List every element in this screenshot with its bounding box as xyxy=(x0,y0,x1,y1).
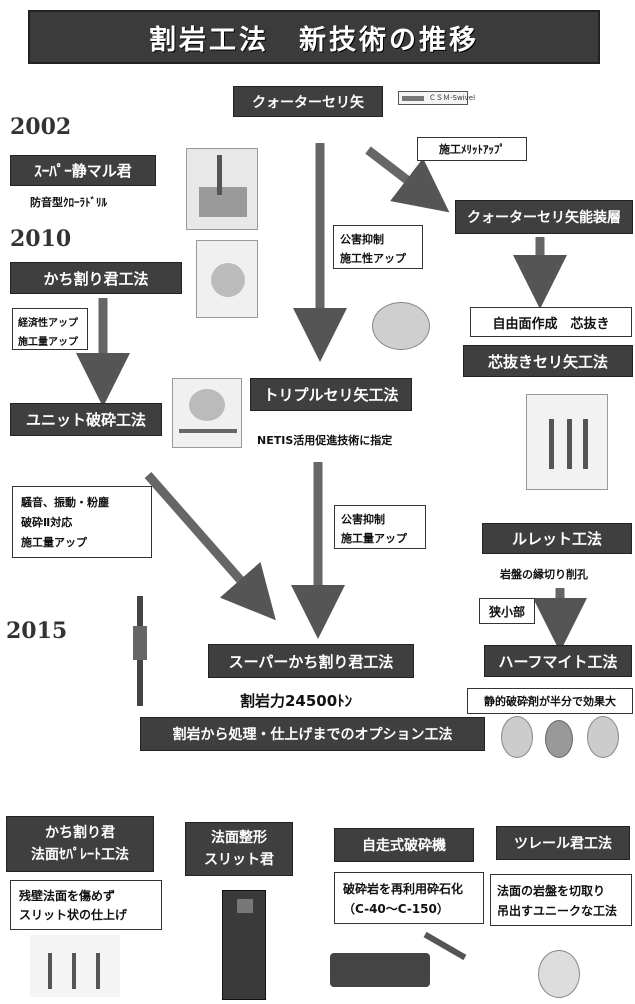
node-triple-seri: トリプルセリ矢工法 xyxy=(250,378,412,411)
year-2015: 2015 xyxy=(6,618,68,644)
bottom-card-1-title: かち割り君 法面ｾﾊﾟﾚｰﾄ工法 xyxy=(6,816,154,872)
crusher-head-image xyxy=(372,302,430,350)
label-ganban: 岩盤の縁切り削孔 xyxy=(500,568,588,581)
mascot-kachiwari-image xyxy=(196,240,258,318)
drill-bit-image xyxy=(130,596,150,706)
node-super-jomaru: ｽｰﾊﾟｰ静マル君 xyxy=(10,155,156,186)
year-2002: 2002 xyxy=(10,114,72,140)
node-halfmite: ハーフマイト工法 xyxy=(484,645,632,677)
node-shinnuki: 芯抜きセリ矢工法 xyxy=(463,345,633,377)
label-pollution-volume: 公害抑制 施工量アップ xyxy=(334,505,426,549)
year-2010: 2010 xyxy=(10,226,72,252)
node-options: 割岩から処理・仕上げまでのオプション工法 xyxy=(140,717,485,751)
bottom-card-4-title: ツレール君工法 xyxy=(496,826,630,860)
crusher-machine-image xyxy=(322,931,472,999)
bottom-card-4-desc: 法面の岩盤を切取り 吊出すユニークな工法 xyxy=(490,874,632,926)
node-quarter-seri: クォーターセリ矢 xyxy=(233,86,383,117)
label-merit-up: 施工ﾒﾘｯﾄｱｯﾌﾟ xyxy=(417,137,527,161)
slit-kun-image xyxy=(222,890,266,1000)
drill-rig-image xyxy=(186,148,258,230)
page-title: 割岩工法 新技術の推移 xyxy=(28,10,600,64)
shinnuki-image xyxy=(526,394,608,490)
node-roulette: ルレット工法 xyxy=(482,523,632,554)
seri-tool-image: ＣＳＭ-Swivel xyxy=(398,91,475,105)
arrow-unit-to-super xyxy=(144,472,276,621)
label-netis: NETIS活用促進技術に指定 xyxy=(257,434,393,447)
label-force: 割岩力24500ﾄﾝ xyxy=(240,692,353,710)
label-noise-vibration: 騒音、振動・粉塵 破砕Ⅱ対応 施工量アップ xyxy=(12,486,152,558)
bottom-card-3-title: 自走式破砕機 xyxy=(334,828,474,862)
mascot-group-image xyxy=(495,710,625,774)
node-quarter-seri-improved: クォーターセリ矢能装層 xyxy=(455,200,633,234)
node-kachiwari: かち割り君工法 xyxy=(10,262,182,294)
node-super-kachiwari: スーパーかち割り君工法 xyxy=(208,644,414,678)
bottom-card-2-title: 法面整形 スリット君 xyxy=(185,822,293,876)
mascot-tsurail-image xyxy=(522,940,594,1000)
node-jiyumen: 自由面作成 芯抜き xyxy=(470,307,632,337)
arrow-quarter-to-improved xyxy=(365,146,450,213)
mascot-unit-image xyxy=(172,378,242,448)
bottom-card-1-desc: 残壁法面を傷めず スリット状の仕上げ xyxy=(10,880,162,930)
label-kyosho: 狭小部 xyxy=(479,598,535,624)
node-unit-hasai: ユニット破砕工法 xyxy=(10,403,162,436)
label-drill: 防音型ｸﾛｰﾗﾄﾞﾘﾙ xyxy=(30,196,107,209)
bottom-card-3-desc: 破砕岩を再利用砕石化 （C-40〜C-150） xyxy=(334,872,484,924)
label-economy-volume: 経済性アップ 施工量アップ xyxy=(12,308,88,350)
label-pollution-workability: 公害抑制 施工性アップ xyxy=(333,225,423,269)
label-halfmite-desc: 静的破砕剤が半分で効果大 xyxy=(467,688,633,714)
bottom-card-1-image xyxy=(30,935,120,997)
